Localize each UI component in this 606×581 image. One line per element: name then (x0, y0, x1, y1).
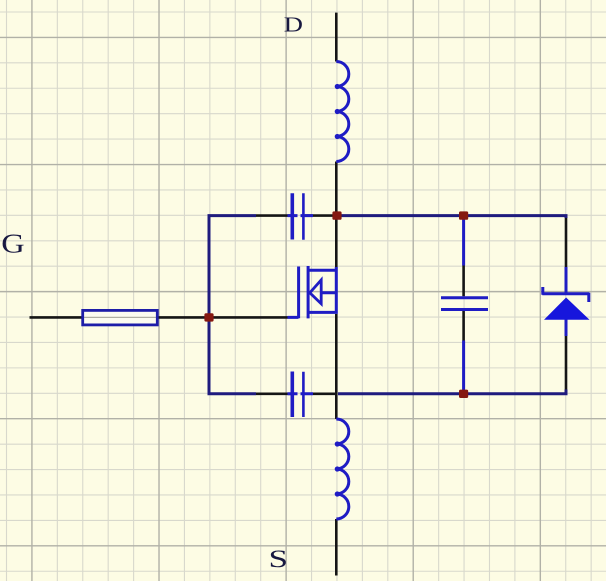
svg-text:S: S (269, 546, 289, 573)
svg-text:G: G (1, 228, 24, 258)
svg-text:D: D (284, 13, 303, 37)
